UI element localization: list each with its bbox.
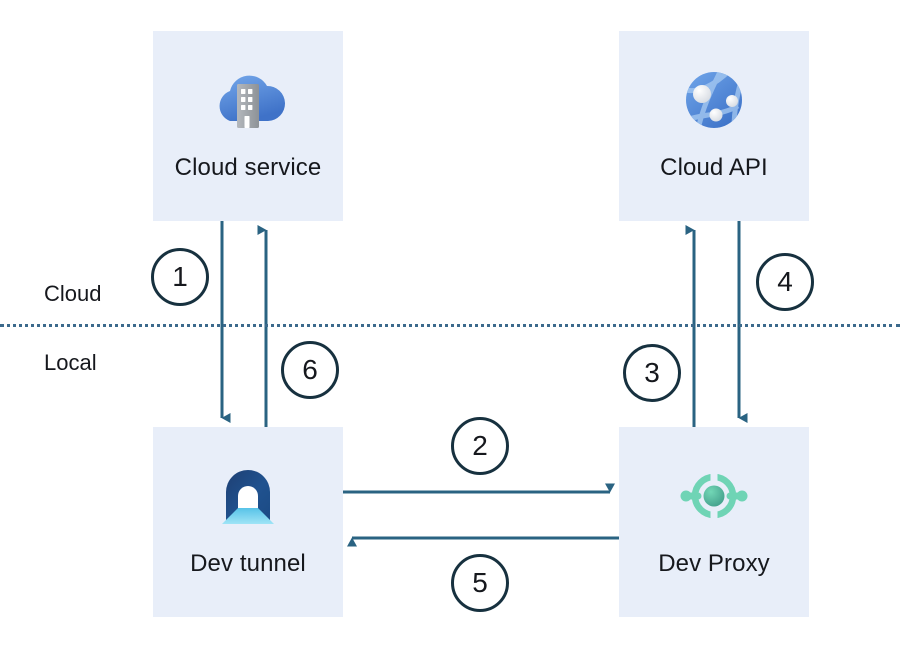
node-dev-proxy[interactable]: Dev Proxy — [619, 427, 809, 617]
node-label-cloud-api: Cloud API — [660, 154, 768, 181]
step-badge-5[interactable]: 5 — [451, 554, 509, 612]
step-badge-2[interactable]: 2 — [451, 417, 509, 475]
cloud-local-boundary-line — [0, 324, 900, 327]
proxy-target-icon — [680, 473, 748, 519]
node-label-dev-tunnel: Dev tunnel — [190, 550, 306, 577]
node-label-dev-proxy: Dev Proxy — [658, 550, 770, 577]
zone-label-local: Local — [44, 350, 97, 375]
cloud-building-icon — [219, 75, 286, 128]
globe-network-icon — [686, 72, 742, 128]
zone-label-cloud: Cloud — [44, 281, 102, 306]
step-badge-6[interactable]: 6 — [281, 341, 339, 399]
node-label-cloud-service: Cloud service — [174, 154, 322, 181]
step-badge-4[interactable]: 4 — [756, 253, 814, 311]
tunnel-icon — [222, 470, 274, 524]
node-dev-tunnel[interactable]: Dev tunnel — [153, 427, 343, 617]
step-badge-1[interactable]: 1 — [151, 248, 209, 306]
step-badge-3[interactable]: 3 — [623, 344, 681, 402]
node-cloud-api[interactable]: Cloud API — [619, 31, 809, 221]
node-cloud-service[interactable]: Cloud service — [153, 31, 343, 221]
